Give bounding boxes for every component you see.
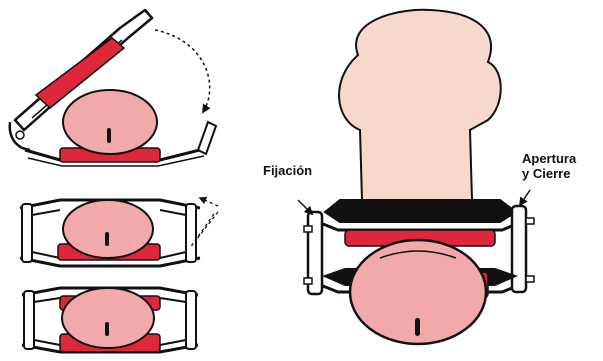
opening-closing-label: Apertura y Cierre: [522, 151, 576, 181]
panel-closing-device: [20, 198, 218, 266]
panel-open-device: [10, 10, 216, 166]
panel-closed-device: [22, 288, 198, 352]
opening-label-line2: y Cierre: [522, 166, 576, 181]
opening-label-line1: Apertura: [522, 151, 576, 166]
fixation-label: Fijación: [263, 163, 312, 178]
main-device-illustration: [298, 10, 534, 344]
